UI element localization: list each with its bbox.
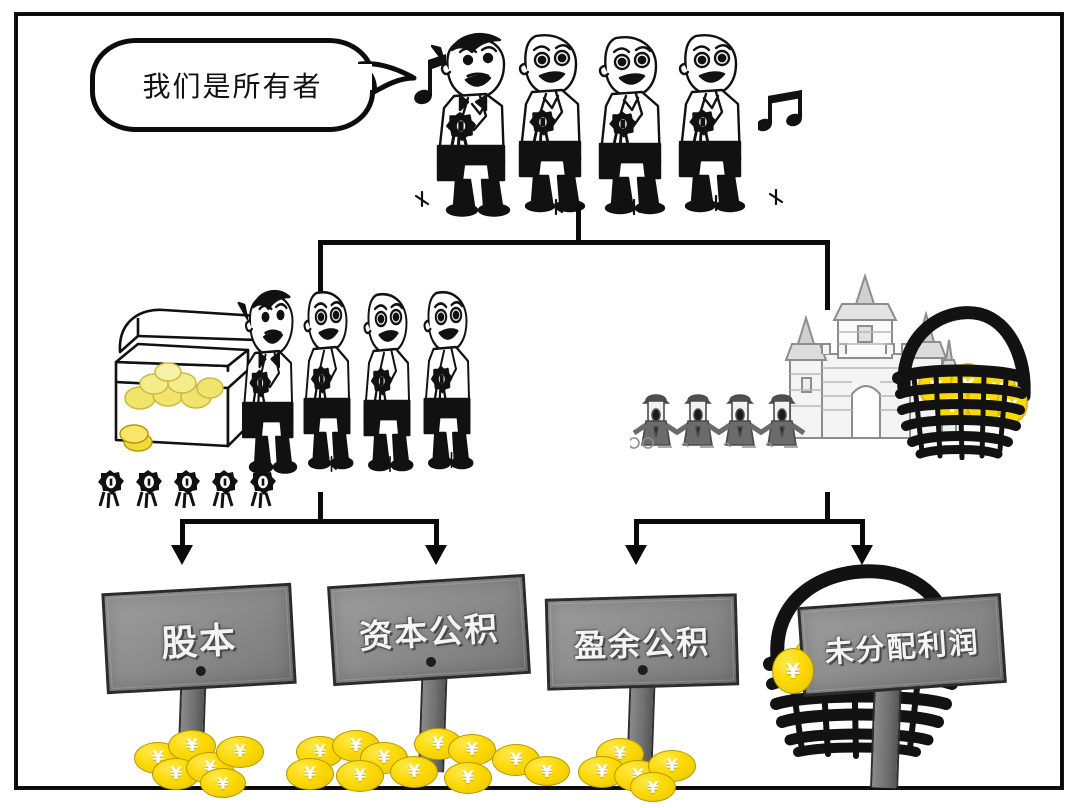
connector-arrow4-shaft bbox=[860, 519, 865, 547]
coin: ¥ bbox=[630, 772, 676, 802]
sign-board-3: 盈余公积 bbox=[544, 593, 740, 691]
connector-root-vertical bbox=[576, 205, 581, 243]
sign-label-share-capital: 股本 bbox=[160, 619, 239, 665]
sign-nail-1 bbox=[195, 665, 207, 677]
sign-label-surplus-reserve: 盈余公积 bbox=[573, 623, 711, 665]
connector-arrow3-head bbox=[625, 545, 647, 565]
sign-share-capital: 股本 bbox=[101, 582, 297, 777]
ribbon-badge-row bbox=[98, 470, 276, 508]
connector-arrow1-shaft bbox=[180, 519, 185, 547]
coin: ¥ bbox=[524, 756, 570, 786]
speech-bubble: 我们是所有者 bbox=[90, 38, 375, 132]
connector-arrow1-head bbox=[171, 545, 193, 565]
coin: ¥ bbox=[772, 648, 814, 694]
connector-level1-left-drop bbox=[318, 240, 323, 310]
connector-arrow2-head bbox=[425, 545, 447, 565]
sign-board-4: 未分配利润 bbox=[797, 592, 1007, 698]
coin: ¥ bbox=[286, 758, 334, 790]
music-note-single-icon bbox=[414, 54, 446, 105]
connector-level1-right-drop bbox=[825, 240, 830, 310]
coin: ¥ bbox=[444, 762, 492, 794]
sign-board-1: 股本 bbox=[101, 582, 297, 695]
sign-board-2: 资本公积 bbox=[327, 573, 531, 687]
sign-surplus-reserve: 盈余公积 bbox=[544, 593, 740, 779]
connector-right-stem bbox=[825, 492, 830, 522]
speech-bubble-text: 我们是所有者 bbox=[142, 70, 323, 103]
sign-label-undistributed-profit: 未分配利润 bbox=[823, 624, 981, 670]
owners-choir-group bbox=[414, 33, 784, 217]
coin: ¥ bbox=[216, 736, 264, 768]
connector-level1-horizontal bbox=[318, 240, 830, 245]
connector-left-horizontal bbox=[180, 519, 438, 524]
sign-undistributed-profit: 未分配利润 bbox=[797, 592, 1007, 789]
speech-bubble-tail-icon bbox=[358, 61, 417, 95]
music-note-beamed-icon bbox=[758, 90, 802, 132]
coin: ¥ bbox=[200, 768, 246, 798]
coin-basket-top-icon: ¥ ¥ ¥ ¥ ¥ ¥ bbox=[892, 306, 1031, 460]
sign-nail-3 bbox=[637, 664, 648, 676]
sign-post-4 bbox=[870, 677, 902, 789]
connector-arrow2-shaft bbox=[434, 519, 439, 547]
connector-arrow3-shaft bbox=[634, 519, 639, 547]
coin: ¥ bbox=[390, 756, 438, 788]
coin: ¥ bbox=[336, 760, 384, 792]
sign-nail-2 bbox=[425, 656, 437, 668]
connector-arrow4-head bbox=[851, 545, 873, 565]
connector-right-horizontal bbox=[634, 519, 864, 524]
connector-left-stem bbox=[318, 492, 323, 522]
coin: ¥ bbox=[448, 734, 496, 766]
sign-capital-reserve: 资本公积 bbox=[327, 573, 531, 773]
sign-label-capital-reserve: 资本公积 bbox=[358, 608, 501, 657]
small-crowd-group bbox=[630, 394, 806, 449]
shareholders-group bbox=[237, 289, 474, 474]
